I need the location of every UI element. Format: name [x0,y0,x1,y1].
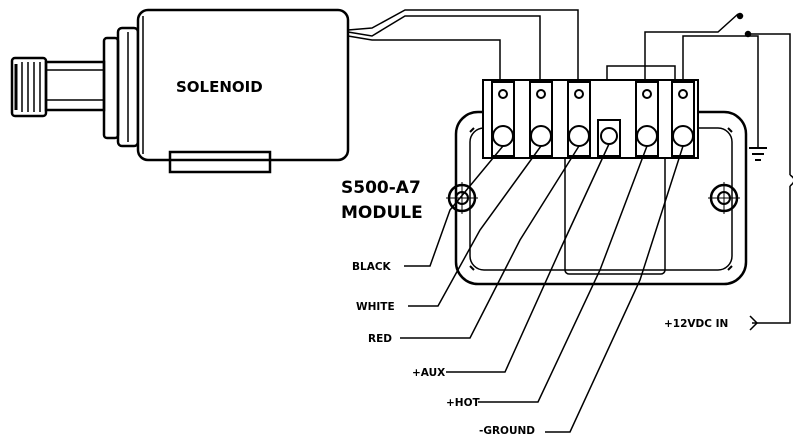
power-input-label: +12VDC IN [664,318,728,330]
terminal-6 [671,81,695,157]
wire-label-black: BLACK [352,261,392,273]
terminal-1 [491,81,515,157]
wire-label-hot: +HOT [446,397,481,409]
terminal-4 [597,119,621,157]
wire-label-aux: +AUX [412,367,445,379]
module-housing [446,110,748,286]
solenoid-wires [347,9,791,175]
wire-label-white: WHITE [356,301,395,313]
wire-label-red: RED [368,333,392,345]
solenoid-label: SOLENOID [176,78,263,96]
terminal-3 [567,81,591,157]
wire-leaders [400,143,684,433]
terminal-strip [482,79,699,159]
solenoid [10,8,350,174]
wire-label-ground: -GROUND [479,425,535,435]
module-label-line2: MODULE [341,203,423,223]
power-input-line [749,174,793,331]
terminal-5 [635,81,659,157]
terminal-2 [529,81,553,157]
module-label-line1: S500-A7 [341,178,421,198]
